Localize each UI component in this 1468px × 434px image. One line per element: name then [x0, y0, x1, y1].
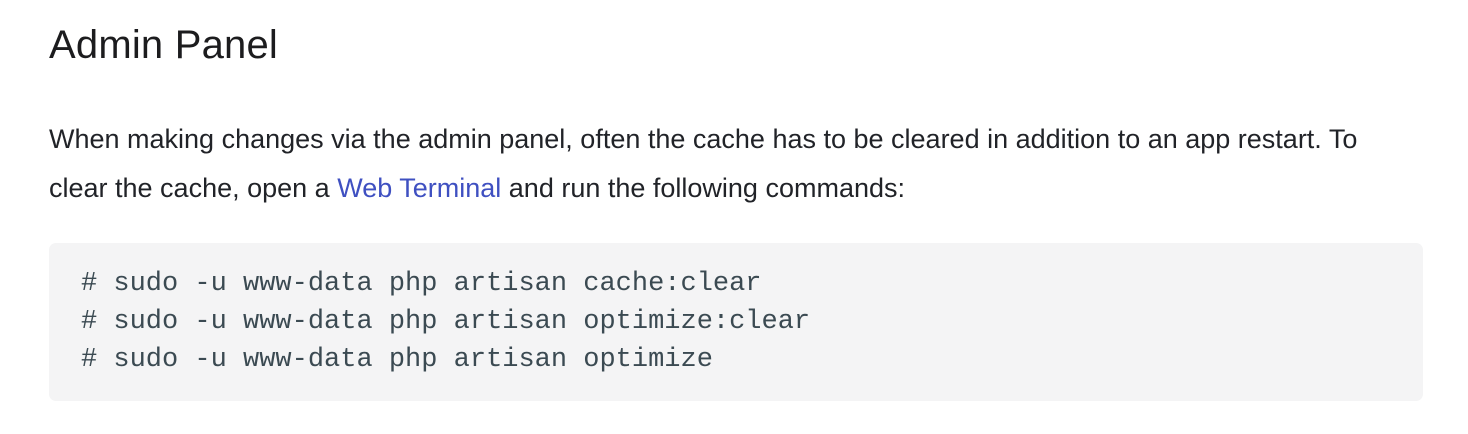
paragraph-text-after: and run the following commands: [501, 173, 906, 203]
code-line: # sudo -u www-data php artisan optimize [81, 345, 713, 375]
code-content: # sudo -u www-data php artisan cache:cle… [81, 265, 1391, 379]
code-line: # sudo -u www-data php artisan optimize:… [81, 307, 811, 337]
web-terminal-link[interactable]: Web Terminal [337, 173, 502, 203]
code-block: # sudo -u www-data php artisan cache:cle… [49, 243, 1423, 401]
intro-paragraph: When making changes via the admin panel,… [49, 115, 1422, 213]
code-line: # sudo -u www-data php artisan cache:cle… [81, 269, 762, 299]
page-title: Admin Panel [49, 23, 278, 67]
paragraph-text-before: When making changes via the admin panel,… [49, 124, 1358, 203]
doc-content: Admin Panel When making changes via the … [0, 21, 1468, 401]
